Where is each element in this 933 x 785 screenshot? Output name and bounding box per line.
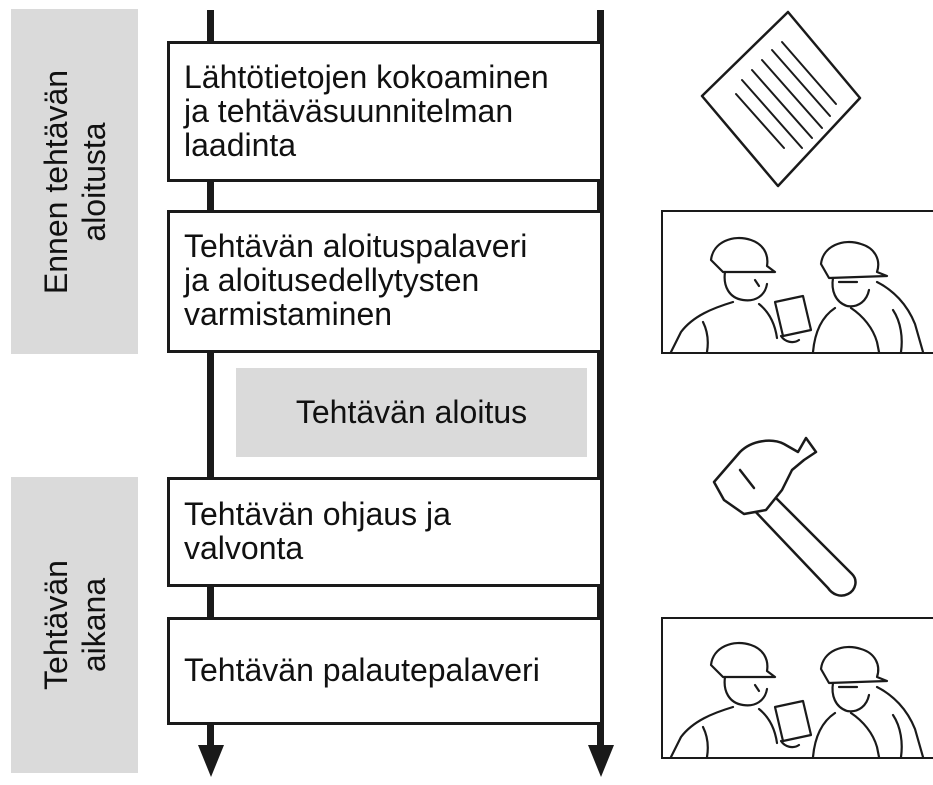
step-guidance-supervision: Tehtävän ohjaus ja valvonta: [167, 477, 603, 587]
left-arrowhead-icon: [198, 745, 224, 777]
phase-before-start: Ennen tehtävän aloitusta: [11, 9, 138, 354]
document-icon: [700, 10, 862, 188]
right-flow-line: [597, 10, 604, 750]
milestone-task-start: Tehtävän aloitus: [236, 368, 587, 457]
step-feedback-meeting: Tehtävän palautepalaveri: [167, 617, 603, 725]
phase-before-start-label: Ennen tehtävän aloitusta: [37, 69, 112, 294]
left-flow-line: [207, 10, 214, 750]
workers-meeting-icon: [669, 236, 925, 354]
step-data-collection: Lähtötietojen kokoaminen ja tehtäväsuunn…: [167, 41, 603, 182]
phase-during-task-label: Tehtävän aikana: [37, 560, 112, 690]
right-arrowhead-icon: [588, 745, 614, 777]
phase-during-task: Tehtävän aikana: [11, 477, 138, 773]
workers-meeting-illustration-top: [661, 210, 933, 354]
hammer-icon: [712, 436, 857, 597]
step-kickoff-meeting: Tehtävän aloituspalaveri ja aloitusedell…: [167, 210, 603, 353]
workers-meeting-illustration-bottom: [661, 617, 933, 759]
workers-meeting-icon: [669, 641, 925, 759]
